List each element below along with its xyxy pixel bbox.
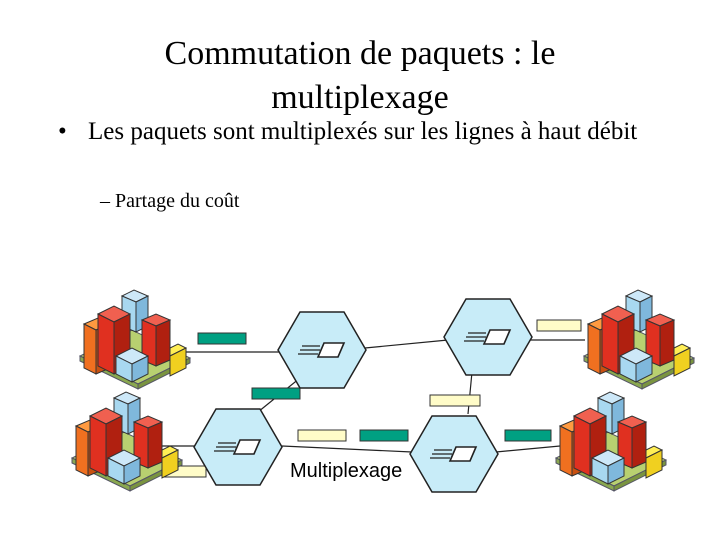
host-computer-icon: [79, 289, 191, 390]
host-computer-icon: [71, 391, 183, 492]
sub-bullet-item: – Partage du coût: [100, 188, 239, 214]
packet: [536, 319, 582, 332]
packet: [197, 332, 247, 345]
packet: [504, 429, 552, 442]
packet: [297, 429, 347, 442]
sub-bullet-text: Partage du coût: [115, 190, 240, 212]
host-computer-icon: [583, 289, 695, 390]
packet: [359, 429, 409, 442]
switch-icon: [443, 298, 533, 376]
switch-icon: [409, 415, 499, 493]
bullet-text: Les paquets sont multiplexés sur les lig…: [88, 118, 638, 145]
slide-title: Commutation de paquets : le multiplexage: [110, 32, 610, 120]
title-line-1: Commutation de paquets : le: [164, 35, 556, 72]
packet: [251, 387, 301, 400]
multiplexage-label: Multiplexage: [290, 460, 403, 482]
bullet-marker: •: [58, 118, 67, 145]
packets: [161, 319, 582, 478]
host-computer-icon: [555, 391, 667, 492]
packet: [429, 394, 481, 407]
switch-icon: [277, 311, 367, 389]
switch-icon: [193, 408, 283, 486]
sub-bullet-marker: –: [100, 190, 110, 212]
title-line-2: multiplexage: [271, 79, 449, 116]
